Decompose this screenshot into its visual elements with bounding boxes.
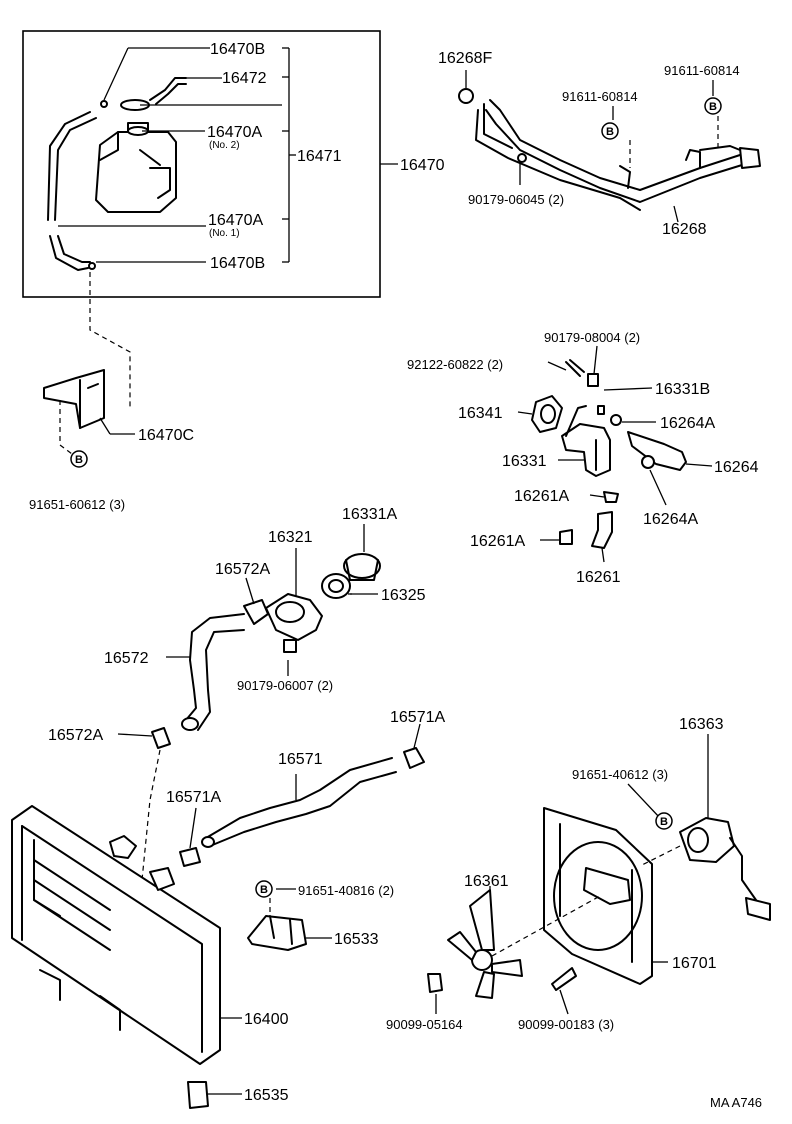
label-91611-60814-b: 91611-60814 <box>664 63 740 78</box>
label-16471: 16471 <box>297 148 342 165</box>
bracket-16533-drawing <box>247 888 332 951</box>
bolt-mark-b-91611-60814-b: B <box>704 97 722 115</box>
label-16264A-b: 16264A <box>643 511 698 528</box>
label-16321: 16321 <box>268 529 313 546</box>
radiator-16400-drawing <box>11 805 242 1109</box>
svg-text:B: B <box>660 816 668 828</box>
label-16572A-a: 16572A <box>215 561 270 578</box>
label-16261A-b: 16261A <box>470 533 525 550</box>
label-16264: 16264 <box>714 459 759 476</box>
label-91651-40612: 91651-40612 (3) <box>572 767 668 782</box>
label-16341: 16341 <box>458 405 503 422</box>
label-16470: 16470 <box>400 157 445 174</box>
label-16268: 16268 <box>662 221 707 238</box>
label-16361: 16361 <box>464 873 509 890</box>
svg-text:B: B <box>260 884 268 896</box>
label-90099-05164: 90099-05164 <box>386 1017 463 1032</box>
part-labels: 16470B 16472 16470A (No. 2) 16471 16470 … <box>29 41 762 1110</box>
bolt-mark-b-91651-40816: B <box>255 880 273 898</box>
svg-text:B: B <box>709 101 717 113</box>
label-16571A-a: 16571A <box>390 709 445 726</box>
label-92122-60822: 92122-60822 (2) <box>407 357 503 372</box>
label-16470C: 16470C <box>138 427 194 444</box>
label-16472: 16472 <box>222 70 267 87</box>
label-91651-60612: 91651-60612 (3) <box>29 497 125 512</box>
label-90099-00183: 90099-00183 (3) <box>518 1017 614 1032</box>
fan-16361-drawing <box>427 886 601 1015</box>
label-16571A-b: 16571A <box>166 789 221 806</box>
hose-16572-drawing <box>117 613 245 920</box>
svg-text:B: B <box>75 454 83 466</box>
label-16470B-bottom: 16470B <box>210 255 265 272</box>
label-16400: 16400 <box>244 1011 289 1028</box>
svg-text:B: B <box>606 126 614 138</box>
label-16470A-no2: 16470A <box>207 124 262 141</box>
reservoir-tank-drawing <box>47 47 282 410</box>
bolt-mark-b-91651-60612: B <box>70 450 88 468</box>
bypass-pipe-16268-drawing <box>458 70 761 223</box>
label-16363: 16363 <box>679 716 724 733</box>
label-90179-06007: 90179-06007 (2) <box>237 678 333 693</box>
water-inlet-16321-drawing <box>243 524 381 676</box>
label-16470A-no1-note: (No. 1) <box>209 228 240 239</box>
label-16261: 16261 <box>576 569 621 586</box>
label-16572A-b: 16572A <box>48 727 103 744</box>
bolt-mark-b-91651-40612: B <box>655 812 673 830</box>
label-91651-40816: 91651-40816 (2) <box>298 883 394 898</box>
label-90179-08004: 90179-08004 (2) <box>544 330 640 345</box>
label-16470B-top: 16470B <box>210 41 265 58</box>
drawing-code: MA A746 <box>710 1095 762 1110</box>
label-16268F: 16268F <box>438 50 492 67</box>
label-16470A-no2-note: (No. 2) <box>209 140 240 151</box>
label-16325: 16325 <box>381 587 426 604</box>
label-16572: 16572 <box>104 650 149 667</box>
label-16470A-no1: 16470A <box>208 212 263 229</box>
fan-shroud-16701-drawing <box>543 734 771 985</box>
water-outlet-16331-drawing <box>517 345 713 563</box>
reservoir-assembly-box <box>22 30 398 298</box>
label-16261A-a: 16261A <box>514 488 569 505</box>
label-16701: 16701 <box>672 955 717 972</box>
label-16533: 16533 <box>334 931 379 948</box>
label-16571: 16571 <box>278 751 323 768</box>
bolt-mark-b-91611-60814-a: B <box>601 122 619 140</box>
label-16331B: 16331B <box>655 381 710 398</box>
label-16535: 16535 <box>244 1087 289 1104</box>
bracket-16470C-drawing <box>43 369 135 461</box>
label-91611-60814-a: 91611-60814 <box>562 89 638 104</box>
hose-16571-drawing <box>179 723 425 867</box>
label-16331A: 16331A <box>342 506 397 523</box>
label-90179-06045: 90179-06045 (2) <box>468 192 564 207</box>
label-16264A-a: 16264A <box>660 415 715 432</box>
label-16331: 16331 <box>502 453 547 470</box>
